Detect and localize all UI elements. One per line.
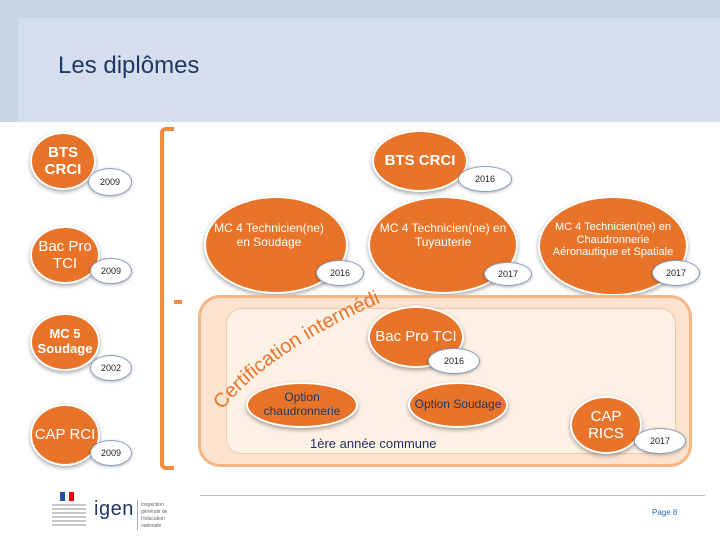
bracket-tick bbox=[174, 300, 182, 304]
igen-separator bbox=[137, 500, 138, 530]
option-chaudronnerie-label: Option chaudronnerie bbox=[263, 390, 341, 418]
old-bts-year: 2009 bbox=[88, 168, 132, 196]
old-mc5-label: MC 5 Soudage bbox=[37, 326, 93, 356]
igen-logo: igen bbox=[94, 498, 134, 520]
old-bacpro-year: 2009 bbox=[90, 258, 132, 284]
new-bacpro-label: Bac Pro TCI bbox=[375, 328, 457, 346]
mc4-soudage-label: MC 4 Technicien(ne) en Soudage bbox=[214, 221, 324, 249]
option-soudage: Option Soudage bbox=[408, 382, 508, 428]
mc4-tuyauterie-label: MC 4 Technicien(ne) en Tuyauterie bbox=[379, 221, 507, 249]
new-bts-label: BTS CRCI bbox=[384, 152, 456, 170]
old-cap-year: 2009 bbox=[90, 440, 132, 466]
new-bts-crci: BTS CRCI bbox=[372, 130, 468, 192]
old-bacpro-label: Bac Pro TCI bbox=[38, 237, 92, 272]
igen-subtext: Inspection générale de l'éducation natio… bbox=[141, 502, 168, 529]
old-bts-crci: BTS CRCI bbox=[30, 132, 96, 190]
mc4-tuyauterie-year: 2017 bbox=[484, 262, 532, 286]
page-title: Les diplômes bbox=[58, 52, 200, 79]
old-bts-label: BTS CRCI bbox=[44, 143, 82, 178]
first-year-common: 1ère année commune bbox=[310, 436, 437, 451]
transition-bracket bbox=[160, 127, 174, 470]
old-cap-label: CAP RCI bbox=[34, 426, 96, 444]
mc4-soudage-year: 2016 bbox=[316, 260, 364, 286]
new-cap-label: CAP RICS bbox=[588, 407, 624, 442]
ministry-logo-lines bbox=[52, 504, 86, 528]
option-soudage-label: Option Soudage bbox=[414, 397, 502, 412]
option-chaudronnerie: Option chaudronnerie bbox=[246, 382, 358, 428]
new-cap-year: 2017 bbox=[634, 428, 686, 454]
old-bacpro-tci: Bac Pro TCI bbox=[30, 226, 100, 284]
old-cap-rci: CAP RCI bbox=[30, 404, 100, 466]
new-bts-year: 2016 bbox=[458, 166, 512, 192]
flag-icon bbox=[60, 492, 74, 501]
footer-divider bbox=[200, 495, 705, 496]
page-number: Page 8 bbox=[652, 508, 678, 517]
header-panel bbox=[18, 18, 720, 122]
mc4-chaudronnerie-year: 2017 bbox=[652, 260, 700, 286]
new-bacpro-year: 2016 bbox=[428, 348, 480, 374]
mc4-chaudronnerie-label: MC 4 Technicien(ne) en Chaudronnerie Aér… bbox=[552, 221, 674, 259]
old-mc5-year: 2002 bbox=[90, 355, 132, 381]
old-mc5-soudage: MC 5 Soudage bbox=[30, 313, 100, 371]
new-cap-rics: CAP RICS bbox=[570, 396, 642, 454]
